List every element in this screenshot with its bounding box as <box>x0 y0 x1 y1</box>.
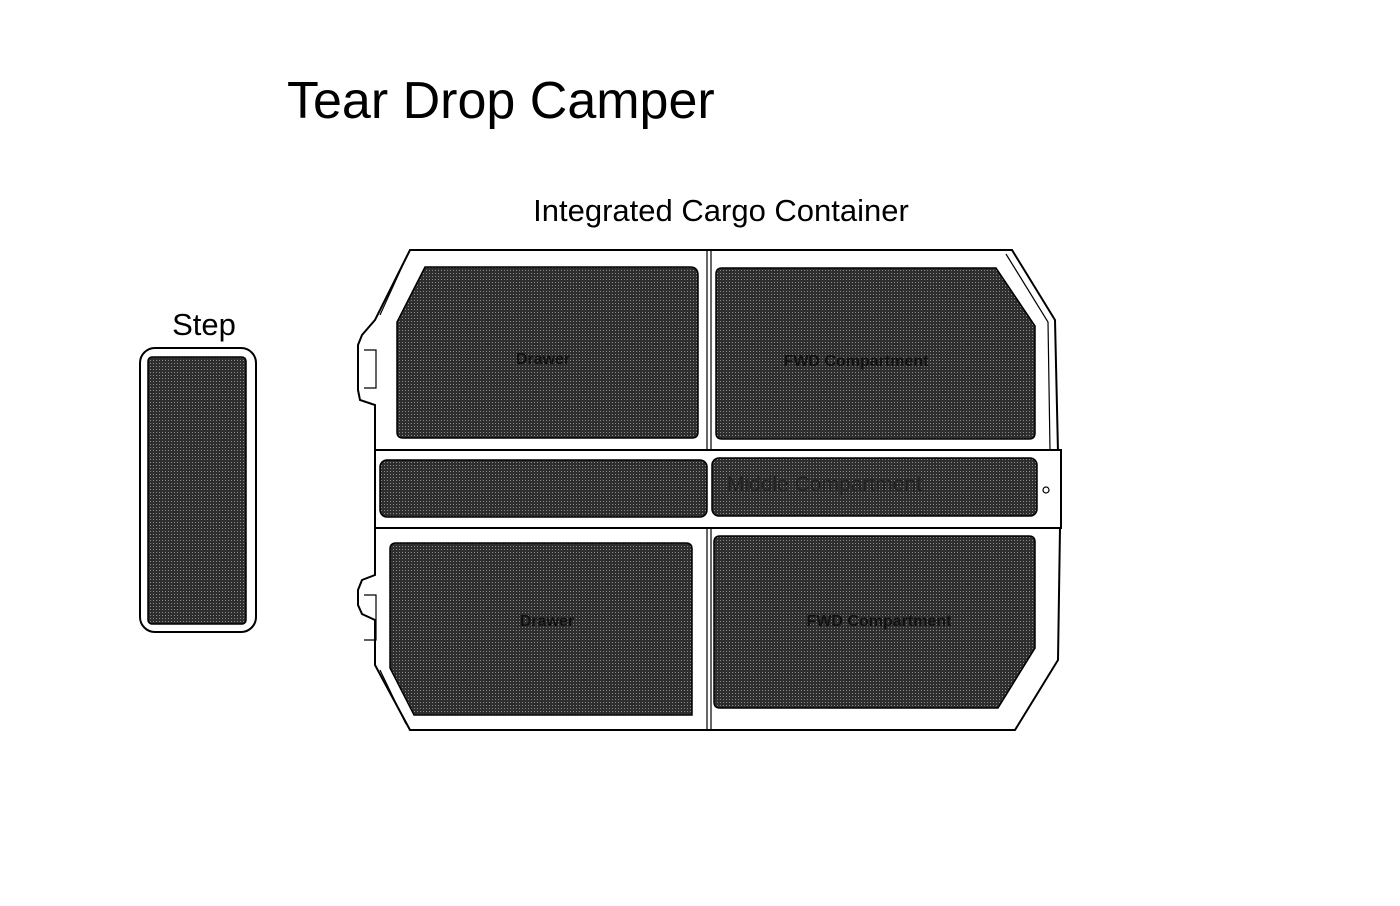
top-section: Drawer FWD Compartment <box>357 249 1060 454</box>
latch-icon <box>1042 486 1050 494</box>
step-label: Step <box>172 307 236 342</box>
top-left-label: Drawer <box>516 351 570 368</box>
top-right-pad <box>715 267 1036 440</box>
bottom-right-pad <box>713 535 1036 709</box>
bottom-right-label: FWD Compartment <box>807 613 953 630</box>
middle-right-pad <box>711 457 1038 517</box>
step-pad <box>147 356 247 625</box>
middle-label: Middle Compartment <box>727 473 922 496</box>
top-left-pad <box>396 266 699 439</box>
container-label: Integrated Cargo Container <box>533 193 909 228</box>
step <box>139 347 257 633</box>
page-title: Tear Drop Camper <box>287 72 715 130</box>
bottom-section: Drawer FWD Compartment <box>357 527 1062 731</box>
middle-section: Middle Compartment <box>374 449 1062 529</box>
top-right-label: FWD Compartment <box>784 353 930 370</box>
bottom-left-label: Drawer <box>520 613 574 630</box>
middle-left-pad <box>379 459 708 518</box>
bottom-left-pad <box>389 542 693 716</box>
